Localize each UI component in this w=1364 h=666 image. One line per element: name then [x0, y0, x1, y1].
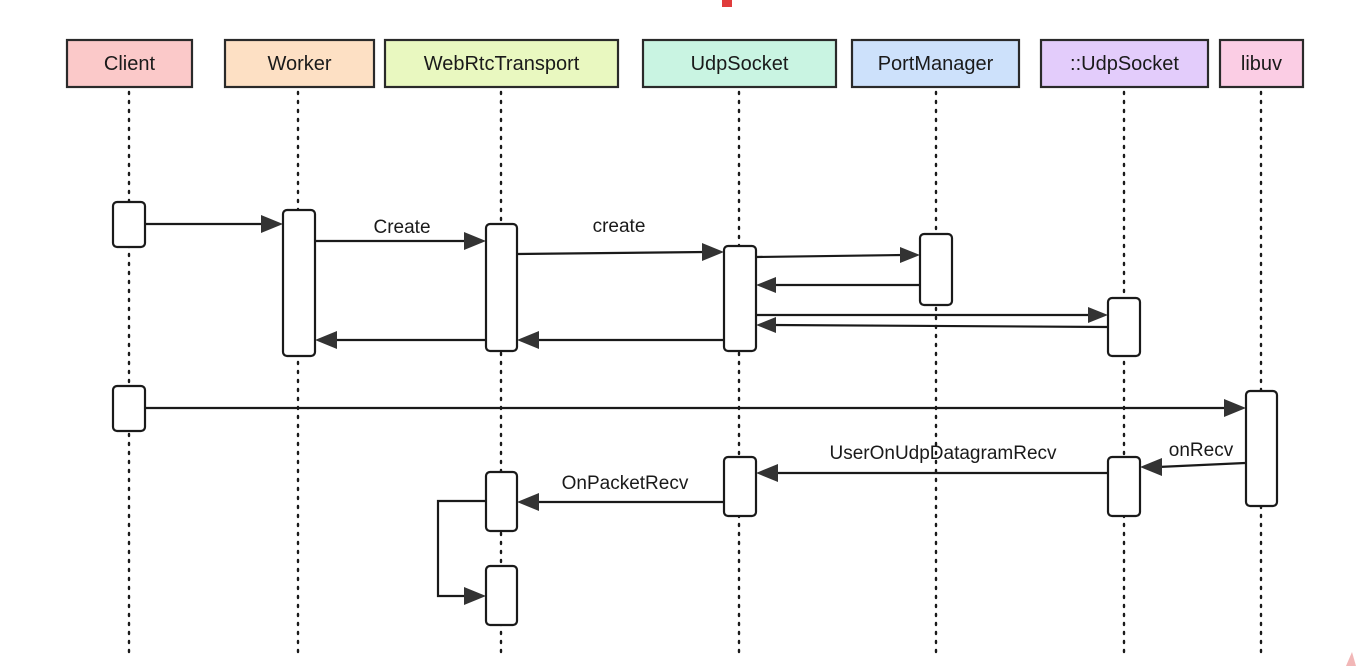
arrowhead — [464, 232, 486, 250]
activation-udpsocket-2 — [722, 455, 758, 518]
corner-decoration-icon — [1346, 652, 1356, 666]
activation-client-2 — [111, 384, 147, 433]
lifelines — [127, 90, 1263, 657]
message-client-to-libuv — [145, 399, 1246, 417]
arrowhead — [702, 243, 724, 261]
participant-udp-socket: UdpSocket — [641, 38, 838, 89]
message-udpsocket-to-transport-label: OnPacketRecv — [562, 473, 689, 494]
participant-client-box — [65, 38, 194, 89]
message-udpsocket-to-transport-return — [517, 331, 723, 349]
arrowhead — [261, 215, 283, 233]
message-libuv-to-native-label: onRecv — [1169, 440, 1234, 461]
message-native-to-udpsocket-return — [756, 317, 1109, 333]
participant-udp-socket-box — [641, 38, 838, 89]
participant-client: Client — [65, 38, 194, 89]
arrowhead — [756, 317, 776, 333]
arrowhead — [517, 493, 539, 511]
message-udpsocket-to-native — [756, 307, 1108, 323]
message-transport-self-call — [436, 499, 486, 605]
messages: Create create — [145, 215, 1246, 605]
activation-native-1 — [1106, 296, 1142, 358]
top-accent-mark — [722, 0, 732, 7]
participant-webrtc-transport-box — [383, 38, 620, 89]
activation-transport-2 — [484, 470, 519, 533]
participant-native-udp-socket-label: ::UdpSocket — [1070, 53, 1179, 75]
activation-native-2 — [1106, 455, 1142, 518]
participant-native-udp-socket: ::UdpSocket — [1039, 38, 1210, 89]
participant-webrtc-transport: WebRtcTransport — [383, 38, 620, 89]
arrowhead — [900, 247, 920, 263]
message-transport-to-worker-return — [315, 331, 486, 349]
message-portmanager-to-udpsocket — [756, 277, 920, 293]
participant-worker-label: Worker — [267, 53, 331, 75]
activation-client-1 — [111, 200, 147, 249]
message-native-to-udpsocket: UserOnUdpDatagramRecv — [756, 443, 1108, 482]
activation-transport-3 — [484, 564, 519, 627]
arrowhead — [1224, 399, 1246, 417]
activation-worker-1 — [281, 208, 317, 358]
participant-client-label: Client — [104, 53, 156, 75]
message-line — [755, 253, 904, 259]
participant-port-manager-label: PortManager — [878, 53, 994, 75]
arrowhead — [315, 331, 337, 349]
message-native-to-udpsocket-label: UserOnUdpDatagramRecv — [829, 443, 1057, 464]
participant-libuv-label: libuv — [1241, 53, 1282, 75]
arrowhead — [464, 587, 486, 605]
message-line — [1157, 461, 1246, 469]
arrowhead — [1088, 307, 1108, 323]
message-transport-to-udpsocket-label: create — [593, 216, 646, 237]
activations — [111, 200, 1279, 627]
activation-portmanager-1 — [918, 232, 954, 307]
activation-libuv-1 — [1244, 389, 1279, 508]
message-udpsocket-to-portmanager — [755, 247, 920, 263]
message-line — [516, 250, 707, 256]
message-worker-to-transport: Create — [315, 217, 486, 250]
participant-webrtc-transport-label: WebRtcTransport — [424, 53, 580, 75]
participant-port-manager-box — [850, 38, 1021, 89]
activation-transport-1 — [484, 222, 519, 353]
arrowhead — [517, 331, 539, 349]
participant-native-udp-socket-box — [1039, 38, 1210, 89]
message-line — [772, 323, 1109, 329]
activation-udpsocket-1 — [722, 244, 758, 353]
message-client-to-worker — [145, 215, 283, 233]
participant-udp-socket-label: UdpSocket — [691, 53, 789, 75]
message-line — [436, 499, 486, 598]
message-udpsocket-to-transport: OnPacketRecv — [517, 473, 723, 511]
message-libuv-to-native: onRecv — [1140, 440, 1246, 476]
arrowhead — [756, 277, 776, 293]
participants: Client Worker WebRtcTransport UdpSocket … — [65, 38, 1305, 89]
participant-libuv-box — [1218, 38, 1305, 89]
message-transport-to-udpsocket: create — [516, 216, 724, 261]
participant-worker: Worker — [223, 38, 376, 89]
participant-port-manager: PortManager — [850, 38, 1021, 89]
participant-worker-box — [223, 38, 376, 89]
participant-libuv: libuv — [1218, 38, 1305, 89]
arrowhead — [1140, 458, 1162, 476]
message-worker-to-transport-label: Create — [373, 217, 430, 238]
arrowhead — [756, 464, 778, 482]
